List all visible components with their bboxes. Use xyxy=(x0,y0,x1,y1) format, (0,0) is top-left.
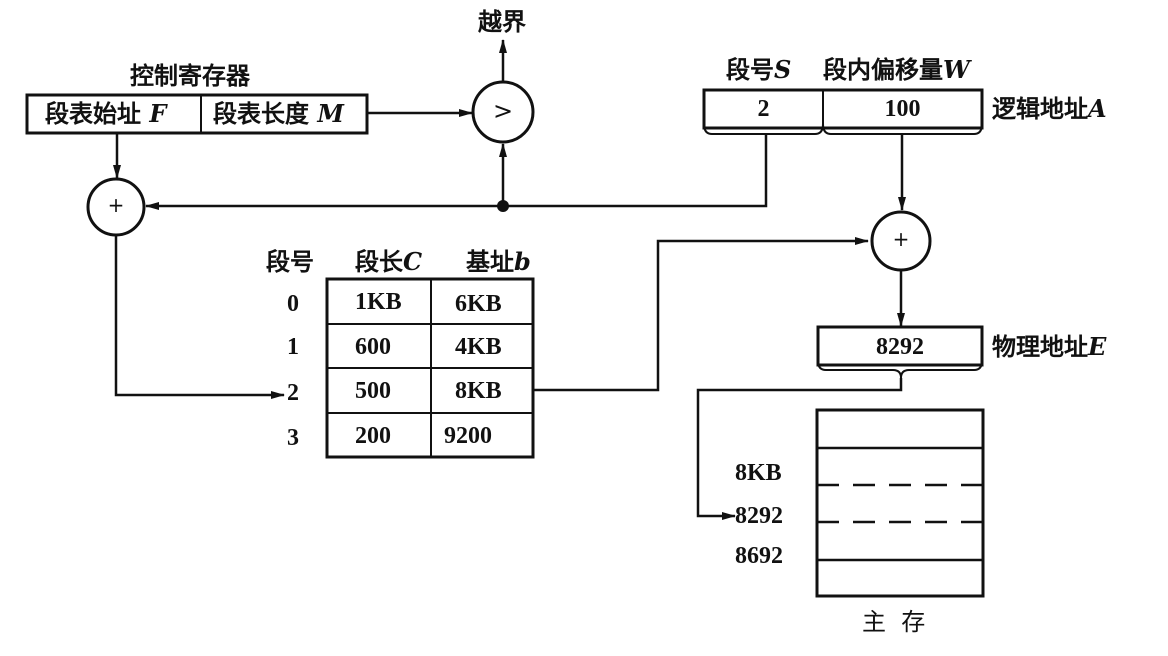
row-segment: 3 xyxy=(287,425,299,451)
row-base: 8KB xyxy=(455,378,502,404)
logical-offset-value: 100 xyxy=(884,96,921,122)
row-length: 200 xyxy=(355,423,391,449)
row-segment: 2 xyxy=(287,380,299,406)
row-length: 600 xyxy=(355,334,391,360)
control-register-title: 控制寄存器 xyxy=(130,61,250,90)
segment-table-length-label: 段表长度 xyxy=(213,99,309,128)
row-base: 9200 xyxy=(444,423,492,449)
segment-number-header: 段号S xyxy=(726,58,791,82)
logical-address-name: 逻辑地址 xyxy=(992,94,1088,123)
memory-marker-8292: 8292 xyxy=(735,503,783,529)
row-base: 4KB xyxy=(455,334,502,360)
table-header-segment: 段号 xyxy=(266,247,314,276)
table-header-base: 基址b xyxy=(466,250,531,274)
table-header-length-label: 段长 xyxy=(355,247,403,276)
right-adder-symbol: + xyxy=(892,227,910,251)
segment-table-start-var: F xyxy=(149,99,167,128)
physical-address-value: 8292 xyxy=(876,334,924,360)
row-segment: 1 xyxy=(287,334,299,360)
logical-address-register xyxy=(702,88,984,135)
main-memory-label: 主 存 xyxy=(862,608,926,636)
physical-address-label: 物理地址E xyxy=(992,335,1106,359)
physical-address-var: E xyxy=(1088,332,1107,361)
base-to-adder-arrow-right xyxy=(533,237,869,392)
segment-number-line xyxy=(503,133,768,208)
segment-table-start-field: 段表始址 F xyxy=(45,102,166,126)
logical-address-label: 逻辑地址A xyxy=(992,97,1107,121)
row-base: 6KB xyxy=(455,291,502,317)
overflow-label: 越界 xyxy=(478,7,526,36)
offset-header-label: 段内偏移量 xyxy=(823,55,943,84)
logical-address-box xyxy=(702,88,984,130)
table-header-length: 段长C xyxy=(355,250,422,274)
main-memory xyxy=(815,408,985,598)
adder-to-table-arrow xyxy=(114,235,285,399)
memory-marker-8kb: 8KB xyxy=(735,460,782,486)
segment-table-length-var: M xyxy=(317,99,344,128)
comparator-symbol: > xyxy=(492,97,514,125)
offset-header-var: W xyxy=(943,55,970,84)
segment-table-start-label: 段表始址 xyxy=(45,99,141,128)
logical-segment-value: 2 xyxy=(757,96,770,122)
memory-marker-8692: 8692 xyxy=(735,543,783,569)
physical-address-box xyxy=(816,325,984,367)
row-length: 500 xyxy=(355,378,391,404)
junction-dot xyxy=(497,200,509,212)
row-segment: 0 xyxy=(287,291,299,317)
segment-table xyxy=(325,277,535,459)
offset-header: 段内偏移量W xyxy=(823,58,970,82)
segment-number-header-var: S xyxy=(774,55,792,84)
table-header-base-label: 基址 xyxy=(466,247,514,276)
main-memory-border xyxy=(815,408,985,598)
physical-address-name: 物理地址 xyxy=(992,332,1088,361)
logical-address-brace xyxy=(703,123,983,135)
left-adder-symbol: + xyxy=(107,193,125,217)
table-header-length-var: C xyxy=(403,247,423,276)
segment-table-length-field: 段表长度 M xyxy=(213,102,344,126)
table-header-base-var: b xyxy=(514,247,531,276)
physical-to-memory-arrow xyxy=(696,378,903,520)
logical-address-var: A xyxy=(1088,94,1107,123)
row-length: 1KB xyxy=(355,289,402,315)
segment-number-header-label: 段号 xyxy=(726,55,774,84)
